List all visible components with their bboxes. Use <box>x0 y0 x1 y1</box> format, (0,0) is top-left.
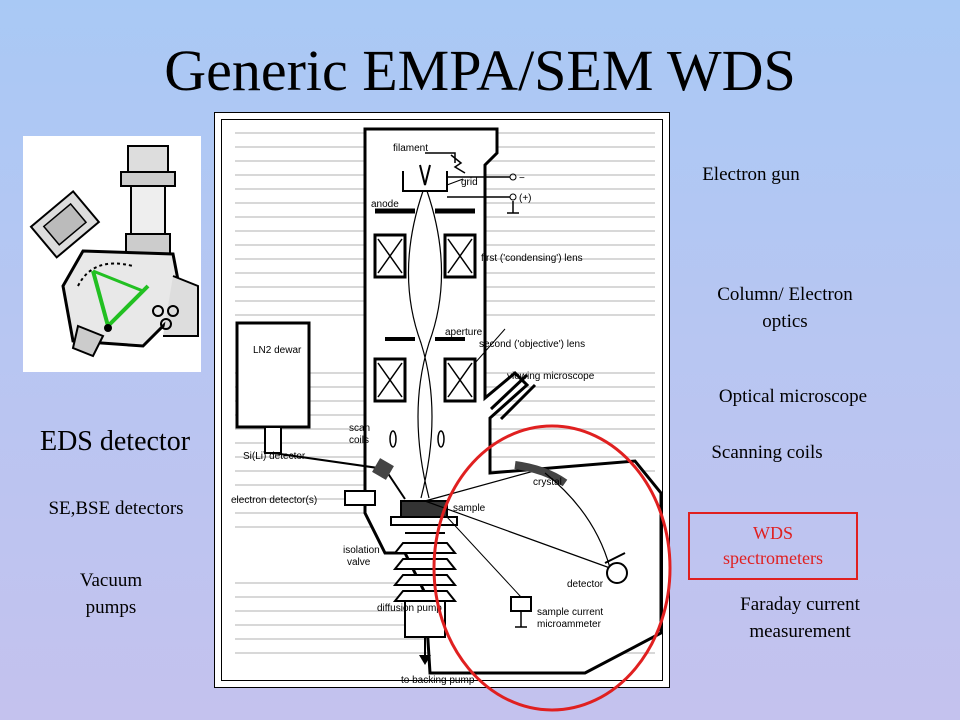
label-isolation: isolation <box>343 545 380 556</box>
label-crystal: crystal <box>533 477 562 488</box>
label-wds-line2: spectrometers <box>723 548 823 568</box>
label-scan: scan <box>349 423 370 434</box>
label-scanning-coils: Scanning coils <box>711 442 823 463</box>
label-aperture: aperture <box>445 327 483 338</box>
label-faraday-line1: Faraday current <box>740 594 860 615</box>
label-coils: coils <box>349 435 369 446</box>
label-sili: Si(Li) detector <box>243 451 306 462</box>
label-sample: sample <box>453 503 486 514</box>
label-first-lens: first ('condensing') lens <box>481 253 583 264</box>
label-vacuum-line1: Vacuum <box>79 570 143 591</box>
label-wds-spectrometers: WDS spectrometers <box>688 512 858 580</box>
label-filament: filament <box>393 143 428 154</box>
label-grid: grid <box>461 177 478 188</box>
label-sample-current: sample current <box>537 607 603 618</box>
label-column-optics: Column/ Electron optics <box>690 282 880 336</box>
label-ln2: LN2 dewar <box>253 345 302 356</box>
label-se-bse-detectors: SE,BSE detectors <box>48 498 184 519</box>
label-diffusion: diffusion pump <box>377 603 442 614</box>
label-faraday-line2: measurement <box>749 620 851 642</box>
label-valve: valve <box>347 557 371 568</box>
label-wds-line1: WDS <box>753 522 793 543</box>
label-vacuum-line2: pumps <box>85 596 137 618</box>
label-microammeter: microammeter <box>537 619 602 630</box>
empa-schematic: filament grid anode − (+) first ('conden… <box>214 112 670 688</box>
label-eds-detector: EDS detector <box>39 426 191 457</box>
label-vacuum-pumps: Vacuum pumps <box>56 568 166 622</box>
label-electron-gun: Electron gun <box>702 164 800 185</box>
label-second-lens: second ('objective') lens <box>479 339 585 350</box>
label-column-line1: Column/ Electron <box>717 284 853 305</box>
label-electron-det: electron detector(s) <box>231 495 317 506</box>
label-anode: anode <box>371 199 399 210</box>
label-faraday-current: Faraday current measurement <box>710 592 890 646</box>
label-viewing: viewing microscope <box>507 371 595 382</box>
label-plus: (+) <box>519 193 532 204</box>
eds-detector-figure <box>23 136 201 372</box>
label-column-line2: optics <box>762 310 808 332</box>
slide-title: Generic EMPA/SEM WDS <box>164 38 796 103</box>
label-minus: − <box>519 173 525 184</box>
label-optical-microscope: Optical microscope <box>718 386 868 407</box>
label-backing: to backing pump <box>401 675 475 686</box>
label-detector: detector <box>567 579 604 590</box>
